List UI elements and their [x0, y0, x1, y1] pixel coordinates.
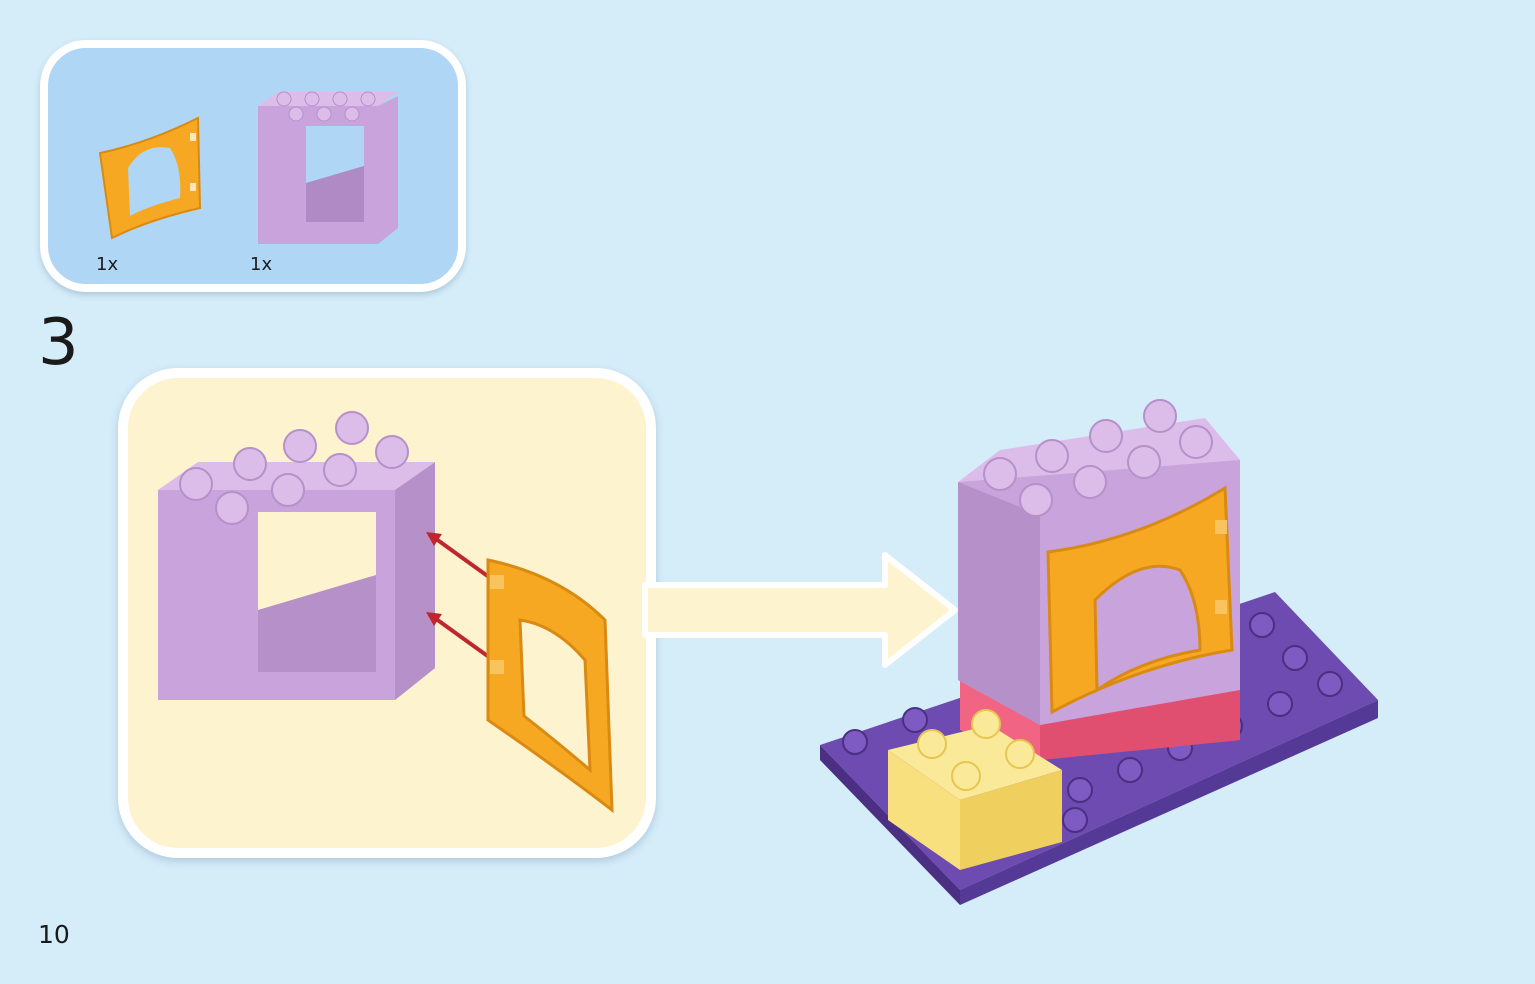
callout-frame-brick	[158, 411, 435, 700]
callout-shutter-brick	[486, 558, 614, 814]
result-yellow-brick	[888, 709, 1062, 870]
result-shutter-brick	[1046, 485, 1234, 715]
shutter-part-icon	[98, 116, 202, 240]
parts-list-box: 1x 1x	[40, 40, 466, 292]
result-arrow-icon	[642, 552, 958, 668]
frame-part-icon	[258, 91, 398, 244]
page-number: 10	[38, 920, 70, 949]
part-quantity: 1x	[96, 254, 119, 275]
part-quantity: 1x	[250, 254, 273, 275]
parts-illustration	[98, 91, 398, 244]
step-number: 3	[38, 306, 79, 380]
